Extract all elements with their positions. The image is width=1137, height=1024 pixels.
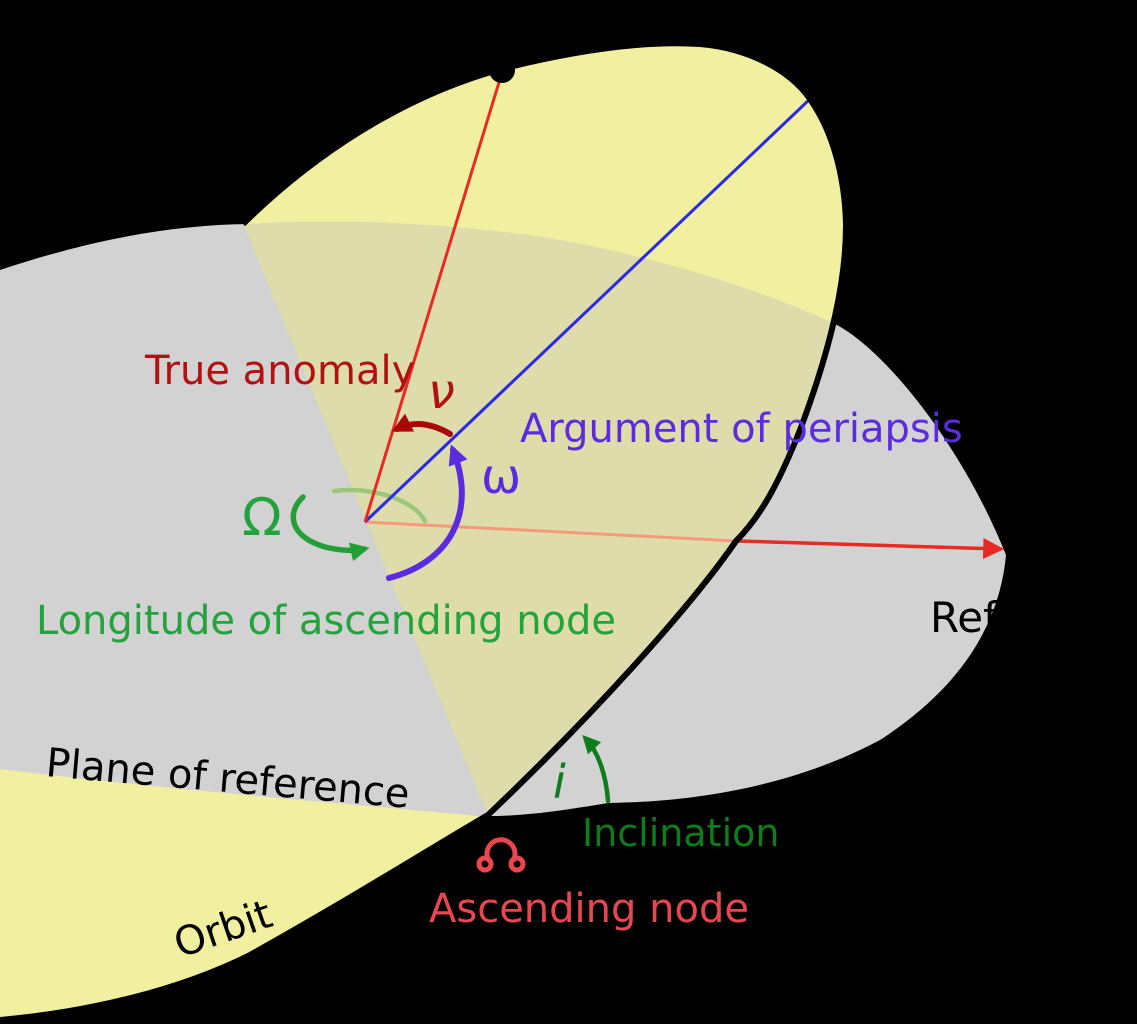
true-anomaly-label: True anomaly (144, 348, 415, 394)
ascending-node-label: Ascending node (429, 886, 749, 932)
true-anomaly-symbol: ν (428, 364, 455, 420)
ascending-node-icon-arc (484, 837, 518, 863)
true-anomaly-arc (391, 413, 453, 437)
orbiting-body-dot (489, 57, 515, 83)
inclination-label: Inclination (582, 811, 779, 855)
periapsis-line (363, 97, 812, 524)
argument-periapsis-arc (386, 444, 468, 581)
body-radius-line (363, 78, 502, 523)
node-loop-arrow (290, 494, 370, 562)
ascending-node-icon (476, 837, 526, 873)
longitude-of-ascending-node-label: Longitude of ascending node (36, 598, 616, 644)
inclination-symbol: i (553, 755, 566, 809)
reference-direction-line-occluded (364, 520, 738, 543)
argument-of-periapsis-symbol: ω (481, 449, 521, 505)
reference-direction-label: Reference direction (930, 593, 1137, 642)
orbit-outline (0, 40, 850, 1023)
node-loop-back-arc (331, 487, 428, 524)
inclination-arc (582, 735, 611, 804)
ascending-node-icon-left-ring (476, 855, 494, 873)
ascending-node-icon-right-ring (508, 855, 526, 873)
longitude-of-ascending-node-symbol: Ω (242, 488, 282, 548)
argument-of-periapsis-label: Argument of periapsis (520, 406, 963, 452)
reference-direction-line (736, 537, 1005, 559)
